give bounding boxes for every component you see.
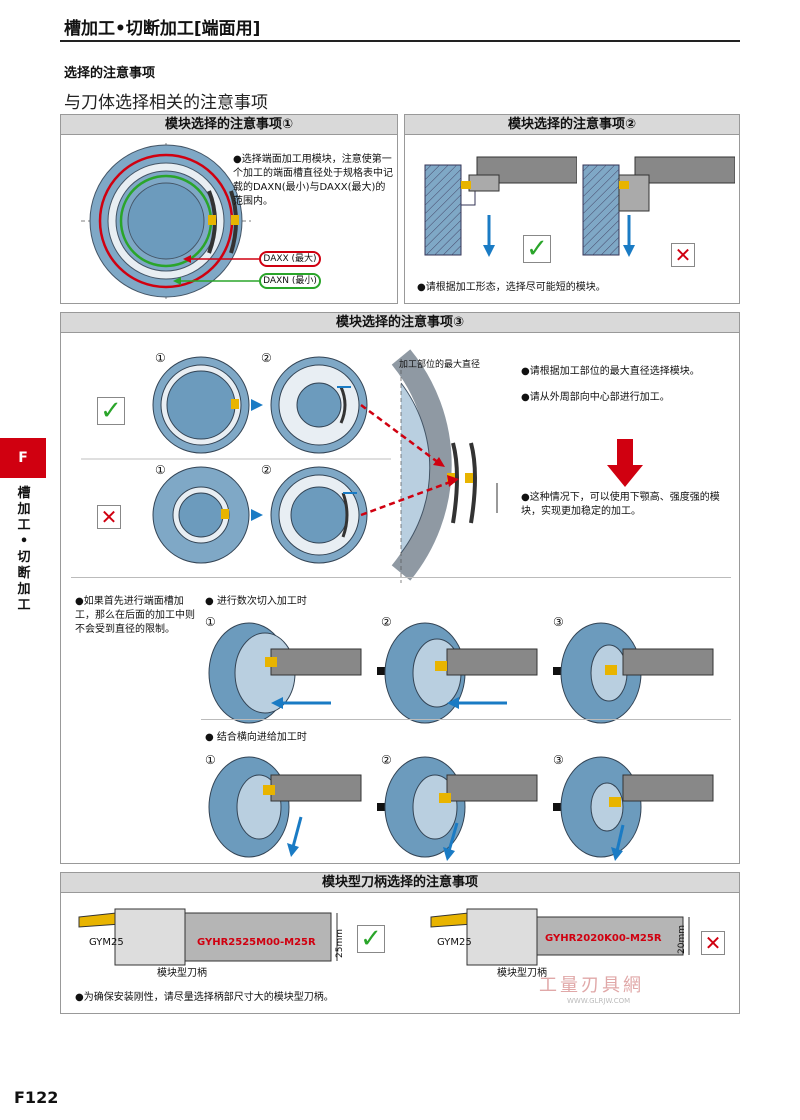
ng-cross-icon: ✕ bbox=[701, 931, 725, 955]
section-heading: 选择的注意事项 bbox=[64, 66, 156, 81]
divider bbox=[71, 577, 731, 578]
divider bbox=[201, 719, 731, 720]
module-label: GYM25 bbox=[437, 937, 472, 948]
daxn-label: DAXN (最小) bbox=[259, 273, 321, 289]
panel-module-note-1: 模块选择的注意事项① ●选择端面加工用模块，注意使第一个加工的端面槽直径处于规格… bbox=[60, 114, 398, 304]
order-diagram bbox=[81, 349, 643, 583]
watermark-url: WWW.GLRJW.COM bbox=[567, 997, 631, 1005]
page-number: F122 bbox=[14, 1088, 59, 1107]
step-label: ② bbox=[261, 463, 272, 477]
tool-code-25: GYHR2525M00-M25R bbox=[197, 937, 316, 948]
shank-diagram-25 bbox=[78, 908, 338, 966]
multi-plunge-title: ● 进行数次切入加工时 bbox=[205, 596, 307, 607]
step-label: ① bbox=[155, 351, 166, 365]
panel-shank-note: 模块型刀柄选择的注意事项 GYM25 GYHR2525M00-M25R 25mm… bbox=[60, 872, 740, 1014]
note-outer-to-center: ●请从外周部向中心部进行加工。 bbox=[521, 392, 670, 403]
note-max-diameter: ●请根据加工部位的最大直径选择模块。 bbox=[521, 366, 700, 377]
step-label: ① bbox=[155, 463, 166, 477]
panel2-note: ●请根据加工形态，选择尽可能短的模块。 bbox=[417, 282, 606, 293]
short-module-diagram-ok bbox=[424, 156, 577, 257]
max-diameter-label: 加工部位的最大直径 bbox=[399, 360, 481, 370]
ng-cross-icon: ✕ bbox=[671, 243, 695, 267]
machining-sequence-diagram bbox=[208, 622, 714, 861]
panel-module-note-3: 模块选择的注意事项③ ✓ ✕ ① ② ① ② bbox=[60, 312, 740, 864]
note-stable-module: ●这种情况下，可以使用下颚高、强度强的模块，实现更加稳定的加工。 bbox=[521, 492, 720, 517]
long-module-diagram-ng bbox=[582, 156, 735, 257]
panel-module-note-2: 模块选择的注意事项② ✓ ✕ ●请根据加工形态，选择尽可能短的模块。 bbox=[404, 114, 740, 304]
cross-feed-title: ● 结合横向进给加工时 bbox=[205, 732, 307, 743]
step-label: ③ bbox=[553, 615, 564, 629]
side-section-label: 槽加工•切断加工 bbox=[17, 486, 31, 613]
section-tab-f[interactable]: F bbox=[0, 438, 46, 478]
step-label: ① bbox=[205, 615, 216, 629]
shank-label: 模块型刀柄 bbox=[497, 968, 547, 979]
dimension-25: 25mm bbox=[335, 929, 345, 958]
shank-label: 模块型刀柄 bbox=[157, 968, 207, 979]
title-rule bbox=[60, 40, 740, 42]
step-label: ② bbox=[381, 753, 392, 767]
module-label: GYM25 bbox=[89, 937, 124, 948]
ok-check-icon: ✓ bbox=[97, 397, 125, 425]
page-title: 槽加工•切断加工[端面用] bbox=[64, 19, 261, 39]
panel-title: 模块选择的注意事项① bbox=[61, 115, 397, 135]
daxx-label: DAXX (最大) bbox=[259, 251, 321, 267]
tool-code-20: GYHR2020K00-M25R bbox=[545, 933, 662, 944]
panel4-note: ●为确保安装刚性，请尽量选择柄部尺寸大的模块型刀柄。 bbox=[75, 992, 334, 1003]
shank-diagram-20 bbox=[430, 908, 690, 966]
panel1-note: ●选择端面加工用模块，注意使第一个加工的端面槽直径处于规格表中记载的DAXN(最… bbox=[233, 154, 393, 207]
ok-check-icon: ✓ bbox=[357, 925, 385, 953]
ok-check-icon: ✓ bbox=[523, 235, 551, 263]
step-label: ② bbox=[381, 615, 392, 629]
panel-title: 模块型刀柄选择的注意事项 bbox=[61, 873, 739, 893]
section-subheading: 与刀体选择相关的注意事项 bbox=[64, 93, 268, 113]
panel-title: 模块选择的注意事项③ bbox=[61, 313, 739, 333]
watermark-text: 工量刃具網 bbox=[539, 975, 644, 996]
dimension-arrows bbox=[173, 255, 259, 285]
step-label: ② bbox=[261, 351, 272, 365]
step-label: ① bbox=[205, 753, 216, 767]
step-label: ③ bbox=[553, 753, 564, 767]
note-first-groove: ●如果首先进行端面槽加工，那么在后面的加工中则不会受到直径的限制。 bbox=[75, 596, 195, 635]
panel-title: 模块选择的注意事项② bbox=[405, 115, 739, 135]
ng-cross-icon: ✕ bbox=[97, 505, 121, 529]
dimension-20: 20mm bbox=[677, 925, 687, 954]
